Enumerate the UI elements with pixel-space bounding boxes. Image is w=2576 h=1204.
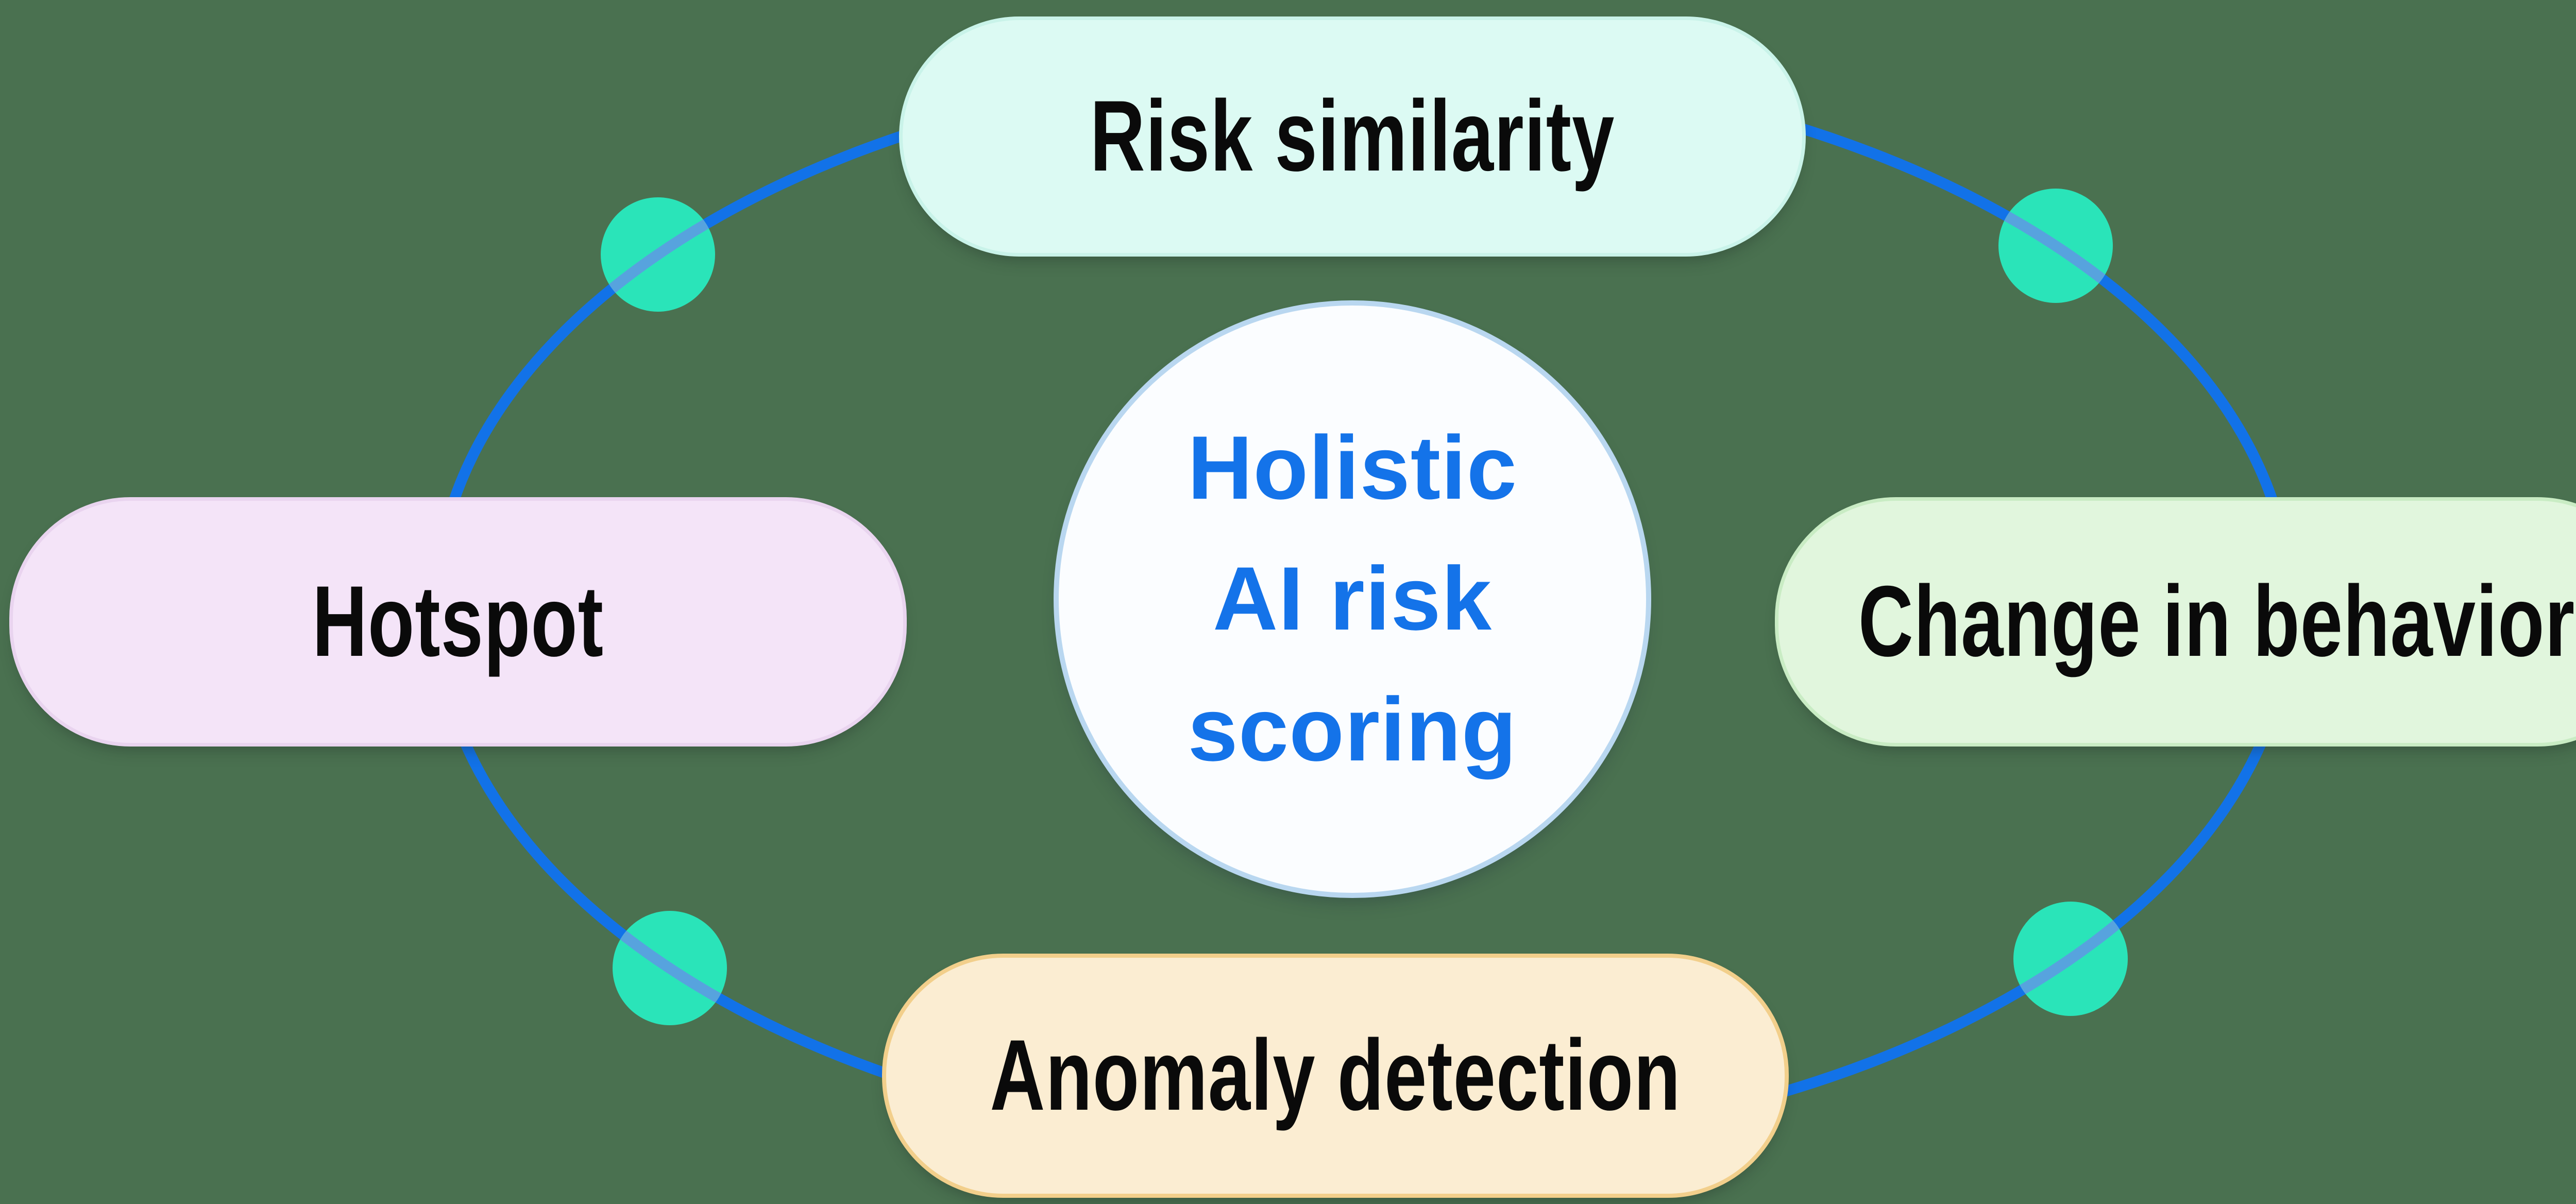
node-change-in-behavior-label: Change in behavior [1858, 565, 2575, 678]
node-risk-similarity-label: Risk similarity [1090, 80, 1615, 193]
center-node-label: Holistic AI risk scoring [1187, 418, 1518, 780]
node-risk-similarity: Risk similarity [899, 16, 1806, 257]
center-node-holistic-ai-risk-scoring: Holistic AI risk scoring [1054, 300, 1651, 898]
node-anomaly-detection-label: Anomaly detection [990, 1019, 1681, 1132]
node-hotspot-label: Hotspot [312, 565, 604, 678]
node-hotspot: Hotspot [9, 497, 907, 747]
node-anomaly-detection: Anomaly detection [882, 954, 1789, 1198]
node-change-in-behavior: Change in behavior [1775, 497, 2576, 747]
